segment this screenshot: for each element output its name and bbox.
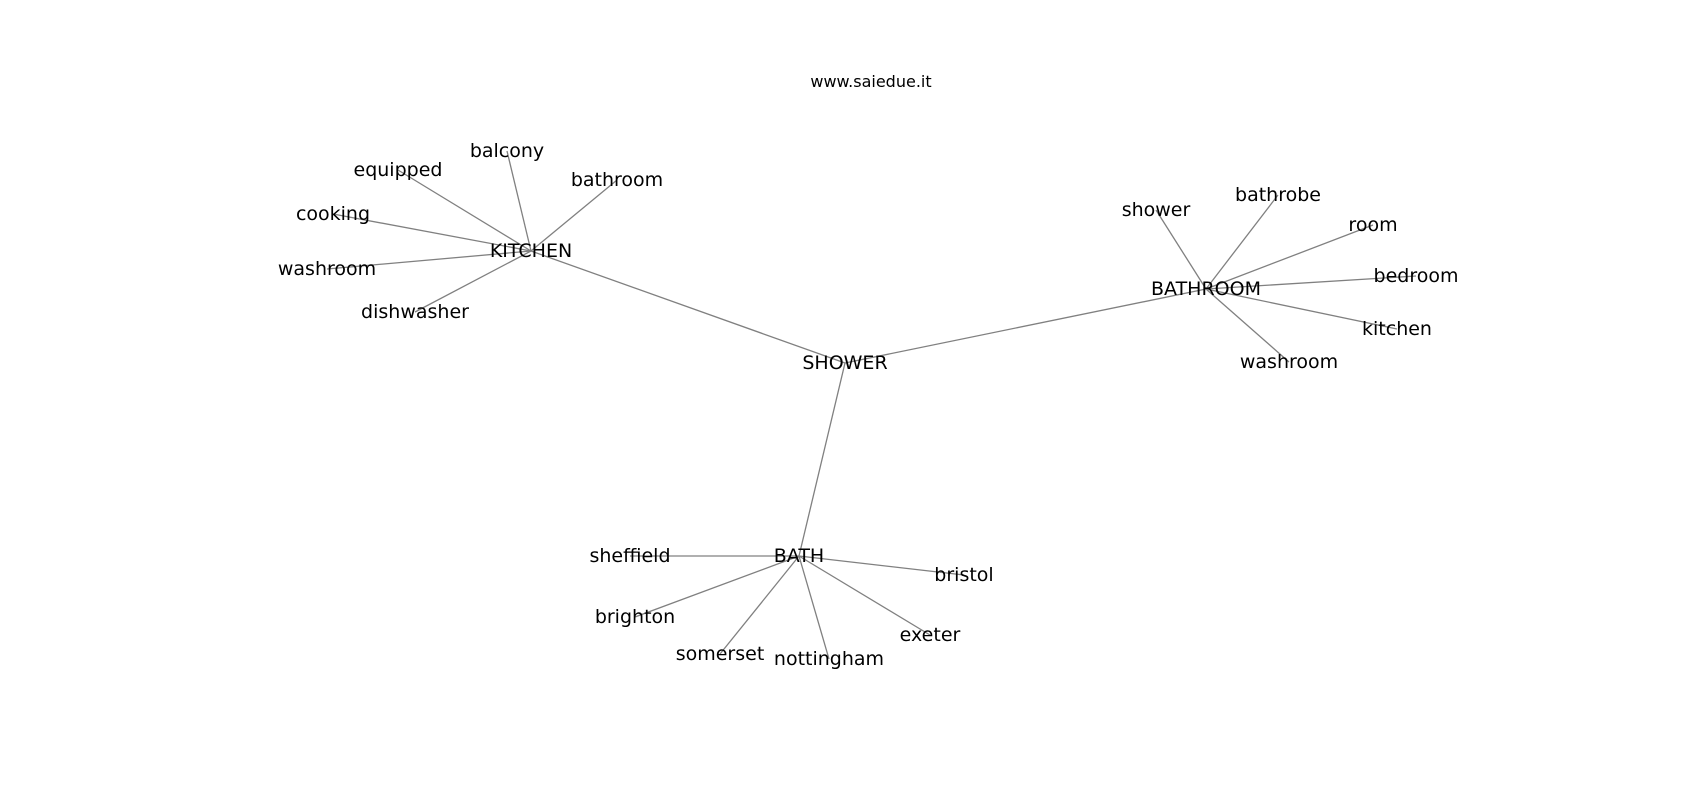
node-label-b_somerset: somerset xyxy=(676,643,765,665)
node-label-k_dishwasher: dishwasher xyxy=(361,301,469,323)
edge-kitchen_hub-k_dishwasher xyxy=(414,250,532,313)
edge-bathroom_hub-br_room xyxy=(1205,224,1374,290)
edges-layer xyxy=(326,150,1417,660)
edge-kitchen_hub-k_cooking xyxy=(332,213,532,252)
node-label-br_shower: shower xyxy=(1122,199,1191,221)
node-label-br_kitchen: kitchen xyxy=(1362,318,1432,340)
node-label-br_bathrobe: bathrobe xyxy=(1235,184,1321,206)
edge-bath_hub-b_brighton xyxy=(634,555,800,618)
node-label-shower_hub: SHOWER xyxy=(802,352,887,374)
edge-bathroom_hub-br_bathrobe xyxy=(1205,194,1279,290)
node-label-k_washroom: washroom xyxy=(278,258,376,280)
edge-kitchen_hub-k_washroom xyxy=(326,250,532,270)
node-label-bath_hub: BATH xyxy=(774,545,824,567)
node-label-k_cooking: cooking xyxy=(296,203,370,225)
labels-layer: SHOWER KITCHEN BATHROOM BATH balcony equipped… xyxy=(278,140,1459,670)
edge-shower_hub-kitchen_hub xyxy=(530,250,846,364)
node-label-br_bedroom: bedroom xyxy=(1374,265,1459,287)
edge-bath_hub-b_nottingham xyxy=(798,555,830,660)
edge-bathroom_hub-br_kitchen xyxy=(1205,288,1398,330)
edge-kitchen_hub-k_equipped xyxy=(397,169,532,252)
edge-shower_hub-bathroom_hub xyxy=(844,288,1207,364)
node-label-br_washroom: washroom xyxy=(1240,351,1338,373)
node-label-b_brighton: brighton xyxy=(595,606,675,628)
node-label-k_balcony: balcony xyxy=(470,140,544,162)
node-label-k_equipped: equipped xyxy=(354,159,443,181)
watermark-text: www.saiedue.it xyxy=(810,72,931,91)
edge-bathroom_hub-br_washroom xyxy=(1205,288,1290,363)
edge-bathroom_hub-br_bedroom xyxy=(1205,275,1417,290)
edge-bathroom_hub-br_shower xyxy=(1155,209,1207,290)
node-label-b_sheffield: sheffield xyxy=(589,545,670,567)
edge-shower_hub-bath_hub xyxy=(798,362,846,557)
edge-bath_hub-b_bristol xyxy=(798,555,965,576)
edge-kitchen_hub-k_bathroom xyxy=(530,179,618,252)
node-label-bathroom_hub: BATHROOM xyxy=(1151,278,1261,300)
node-label-kitchen_hub: KITCHEN xyxy=(490,240,572,262)
node-label-br_room: room xyxy=(1348,214,1397,236)
node-label-k_bathroom: bathroom xyxy=(571,169,663,191)
node-label-b_bristol: bristol xyxy=(934,564,993,586)
node-label-b_nottingham: nottingham xyxy=(774,648,884,670)
edge-bath_hub-b_somerset xyxy=(719,555,800,655)
edge-kitchen_hub-k_balcony xyxy=(506,150,532,252)
node-label-b_exeter: exeter xyxy=(900,624,961,646)
edge-bath_hub-b_exeter xyxy=(798,555,931,636)
